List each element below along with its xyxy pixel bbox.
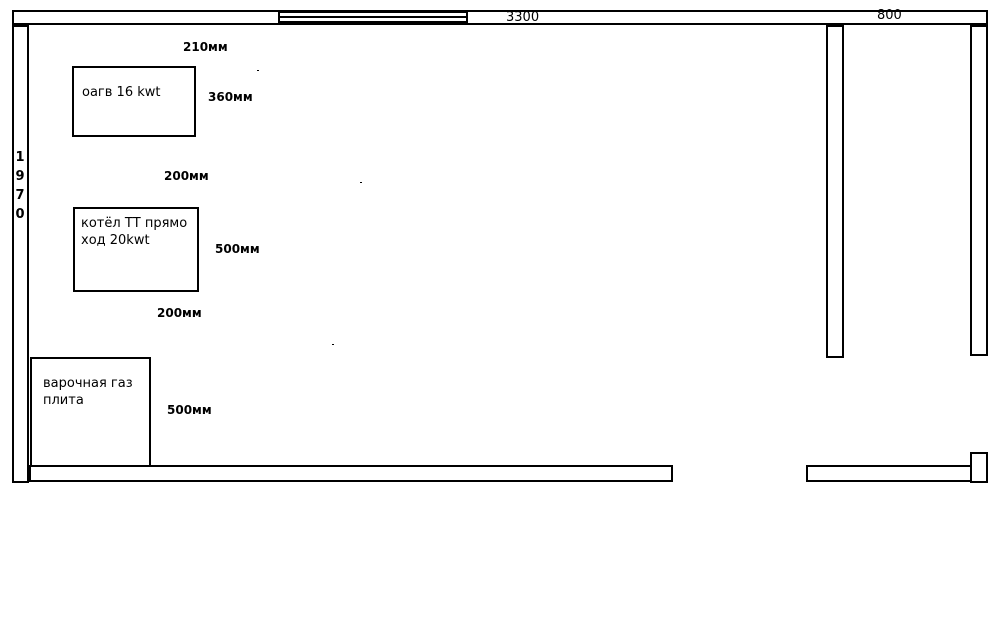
corner-post (970, 452, 988, 483)
stray-mark (257, 70, 259, 71)
dimension-side-2: 500мм (215, 242, 260, 256)
dimension-top-width: 3300 (506, 10, 540, 25)
height-digit: 9 (15, 169, 25, 184)
gas-stove-label: варочная газ плита (43, 376, 133, 408)
stray-mark (360, 182, 362, 183)
top-wall (12, 10, 988, 25)
dimension-gap-bottom: 200мм (157, 306, 202, 320)
height-digit: 7 (15, 188, 25, 203)
height-digit: 0 (15, 207, 25, 222)
stray-mark (332, 344, 334, 345)
dimension-side-1: 360мм (208, 90, 253, 104)
dimension-top-right-width: 800 (877, 8, 902, 23)
dimension-side-3: 500мм (167, 403, 212, 417)
bottom-wall-left (29, 465, 673, 482)
dimension-gap-middle: 200мм (164, 169, 209, 183)
boiler-box (73, 207, 199, 292)
left-wall (12, 25, 29, 483)
gas-stove-box (30, 357, 151, 467)
dimension-gap-top: 210мм (183, 40, 228, 54)
gas-heater-box (72, 66, 196, 137)
boiler-label: котёл ТТ прямо ход 20kwt (81, 216, 188, 248)
gas-heater-label: оагв 16 kwt (82, 85, 161, 100)
interior-partition (826, 25, 844, 358)
height-digit: 1 (15, 150, 25, 165)
bottom-wall-right (806, 465, 972, 482)
right-wall (970, 25, 988, 356)
window-sill-line (280, 16, 466, 18)
